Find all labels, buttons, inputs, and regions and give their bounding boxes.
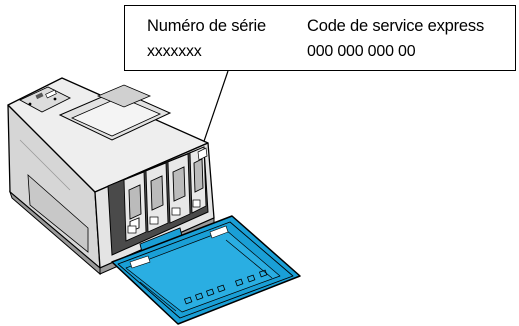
- toner-cartridges: [123, 146, 207, 242]
- service-tag-location: [197, 147, 208, 161]
- open-front-door: [111, 215, 301, 325]
- control-panel: [19, 86, 72, 113]
- service-tag-label: Numéro de série Code de service express …: [124, 5, 516, 71]
- express-service-code-heading: Code de service express: [307, 17, 484, 35]
- express-service-code-value: 000 000 000 00: [307, 43, 416, 60]
- side-panel-recess: [27, 174, 89, 253]
- serial-number-value: xxxxxxx: [147, 43, 202, 60]
- leader-line: [200, 70, 229, 151]
- serial-number-heading: Numéro de série: [147, 17, 266, 35]
